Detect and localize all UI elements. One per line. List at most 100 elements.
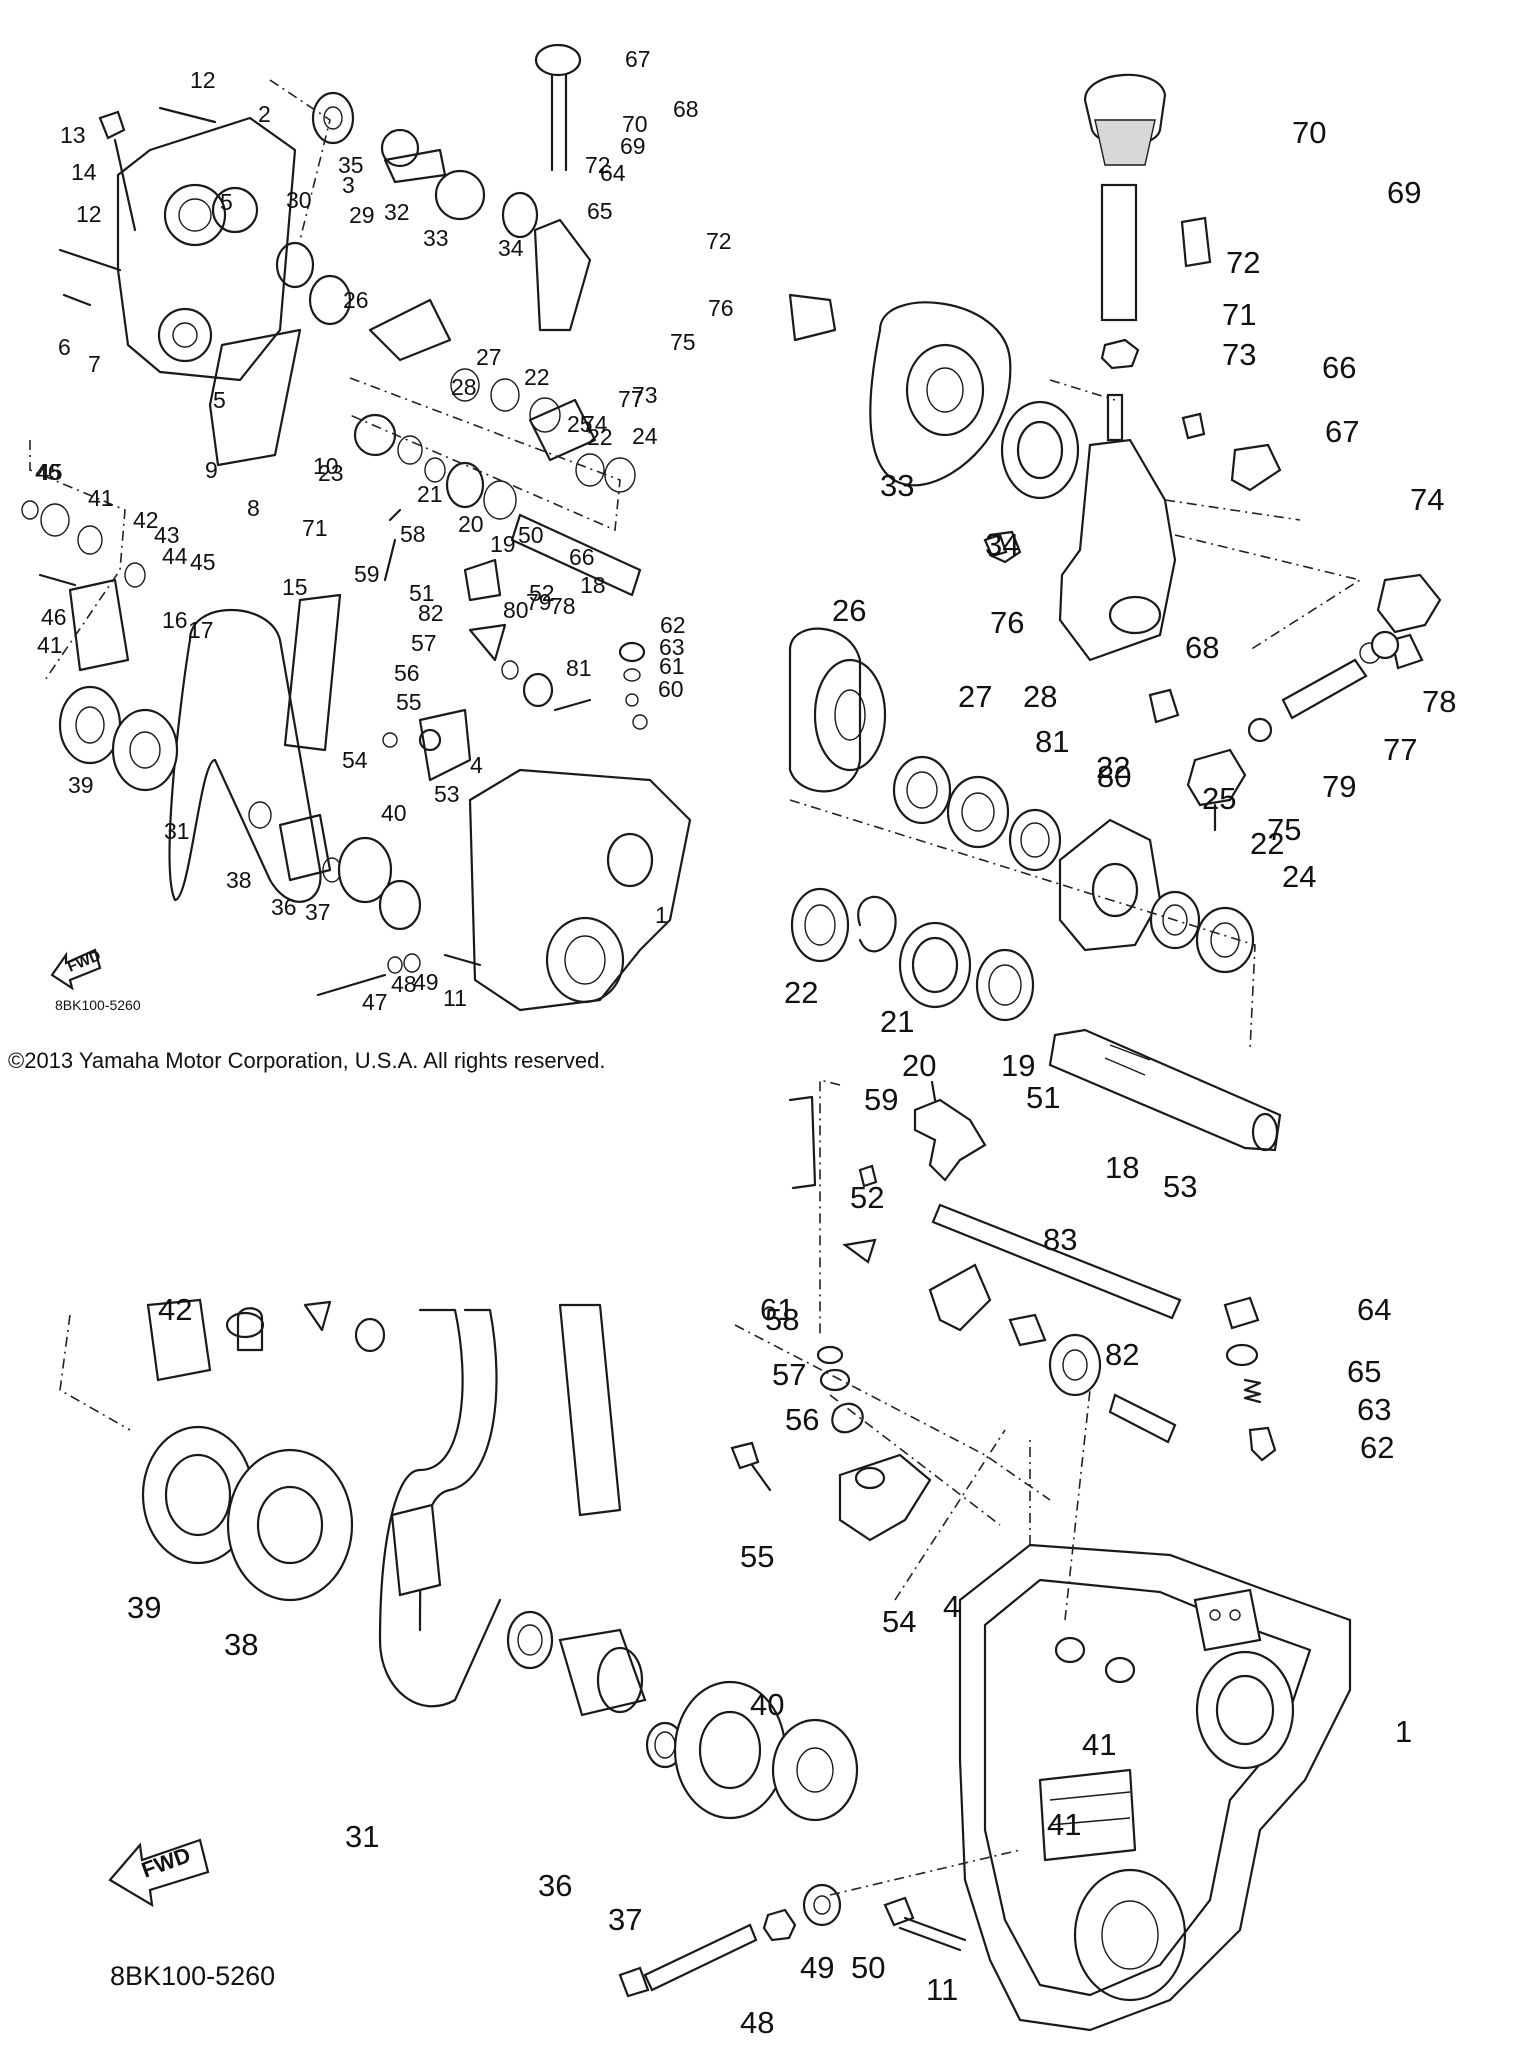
overview-callout-35: 35 (338, 152, 364, 178)
overview-callout-66: 66 (569, 544, 595, 570)
overview-callout-30: 30 (286, 187, 312, 213)
overview-callout-9: 9 (205, 457, 218, 483)
overview-callout-42: 42 (133, 507, 159, 533)
detail-callout-37: 37 (608, 1902, 642, 1937)
detail-callout-62: 62 (1360, 1430, 1394, 1465)
overview-callout-45: 45 (190, 549, 216, 575)
overview-callout-72: 72 (706, 228, 732, 254)
overview-callout-68: 68 (673, 96, 699, 122)
detail-callout-41: 41 (1082, 1727, 1116, 1762)
overview-callout-18: 18 (580, 572, 606, 598)
overview-callout-79: 79 (526, 589, 552, 615)
detail-callout-33: 33 (880, 468, 914, 503)
overview-callout-59: 59 (354, 561, 380, 587)
overview-callout-67: 67 (625, 46, 651, 72)
detail-callout-21: 21 (880, 1004, 914, 1039)
detail-callout-55: 55 (740, 1539, 774, 1574)
overview-callout-22: 22 (524, 364, 550, 390)
overview-callout-47: 47 (362, 989, 388, 1015)
detail-callout-64: 64 (1357, 1292, 1391, 1327)
overview-callout-71: 71 (302, 515, 328, 541)
detail-callout-22: 22 (784, 975, 818, 1010)
detail-callout-1: 1 (1395, 1714, 1412, 1749)
overview-callout-17: 17 (188, 617, 214, 643)
detail-callout-63: 63 (1357, 1392, 1391, 1427)
detail-callout-58: 58 (765, 1302, 799, 1337)
detail-callout-83: 83 (1043, 1222, 1077, 1257)
overview-callout-69: 69 (620, 133, 646, 159)
detail-callout-36: 36 (538, 1868, 572, 1903)
overview-callout-6: 6 (58, 334, 71, 360)
detail-callout-50: 50 (851, 1950, 885, 1985)
detail-callout-67: 67 (1325, 414, 1359, 449)
overview-callout-21: 21 (417, 481, 443, 507)
detail-callout-18: 18 (1105, 1150, 1139, 1185)
overview-callout-76: 76 (708, 295, 734, 321)
detail-callout-82: 82 (1105, 1337, 1139, 1372)
detail-callout-80: 80 (1097, 759, 1131, 794)
overview-callout-29: 29 (349, 202, 375, 228)
overview-callout-1: 1 (655, 902, 668, 928)
detail-callout-66: 66 (1322, 350, 1356, 385)
detail-callout-26: 26 (832, 593, 866, 628)
overview-callout-25: 25 (567, 411, 593, 437)
overview-callout-44: 44 (162, 543, 188, 569)
detail-callout-71: 71 (1222, 297, 1256, 332)
overview-callout-19: 19 (490, 531, 516, 557)
diagram-code-small: 8BK100-5260 (55, 997, 141, 1013)
detail-callout-41: 41 (1047, 1807, 1081, 1842)
overview-callout-81: 81 (566, 655, 592, 681)
detail-callout-57: 57 (772, 1357, 806, 1392)
detail-callout-25: 25 (1202, 781, 1236, 816)
overview-callout-82: 82 (418, 600, 444, 626)
detail-callout-39: 39 (127, 1590, 161, 1625)
overview-callout-51: 51 (409, 580, 435, 606)
detail-callout-34: 34 (985, 527, 1019, 562)
overview-callout-4: 4 (470, 752, 483, 778)
overview-callout-48: 48 (391, 971, 417, 997)
detail-callout-20: 20 (902, 1048, 936, 1083)
overview-callout-15: 15 (282, 574, 308, 600)
overview-callout-32: 32 (384, 199, 410, 225)
overview-callout-50: 50 (518, 522, 544, 548)
detail-diagram: FWD 8BK100-5260 141118192021222222242526… (59, 73, 1456, 2040)
overview-callout-54: 54 (342, 747, 368, 773)
detail-callout-72: 72 (1226, 245, 1260, 280)
overview-callout-60: 60 (658, 676, 684, 702)
overview-callout-38: 38 (226, 867, 252, 893)
detail-callout-24: 24 (1282, 859, 1316, 894)
overview-callout-74: 74 (582, 411, 608, 437)
detail-callout-4: 4 (943, 1589, 960, 1624)
detail-callout-77: 77 (1383, 732, 1417, 767)
overview-callout-41: 41 (88, 485, 114, 511)
detail-callout-27: 27 (958, 679, 992, 714)
detail-callout-53: 53 (1163, 1169, 1197, 1204)
detail-callout-19: 19 (1001, 1048, 1035, 1083)
overview-callout-36: 36 (271, 894, 297, 920)
detail-callout-59: 59 (864, 1082, 898, 1117)
overview-callout-64: 64 (600, 160, 626, 186)
overview-callout-16: 16 (162, 607, 188, 633)
overview-callout-57: 57 (411, 630, 437, 656)
detail-callout-52: 52 (850, 1180, 884, 1215)
overview-callout-8: 8 (247, 495, 260, 521)
overview-callout-7: 7 (88, 351, 101, 377)
overview-callout-63: 63 (659, 634, 685, 660)
detail-callout-68: 68 (1185, 630, 1219, 665)
overview-callout-11: 11 (443, 985, 467, 1011)
overview-callout-70: 70 (622, 111, 648, 137)
overview-callout-43: 43 (154, 522, 180, 548)
overview-callout-46: 46 (35, 459, 61, 485)
overview-callout-10: 10 (313, 453, 339, 479)
detail-callout-69: 69 (1387, 175, 1421, 210)
overview-callout-5: 5 (220, 189, 233, 215)
detail-callout-76: 76 (990, 605, 1024, 640)
overview-callout-80: 80 (503, 597, 529, 623)
overview-callout-28: 28 (451, 374, 477, 400)
detail-callout-22: 22 (1250, 826, 1284, 861)
overview-callout-37: 37 (305, 899, 331, 925)
detail-callout-74: 74 (1410, 482, 1444, 517)
